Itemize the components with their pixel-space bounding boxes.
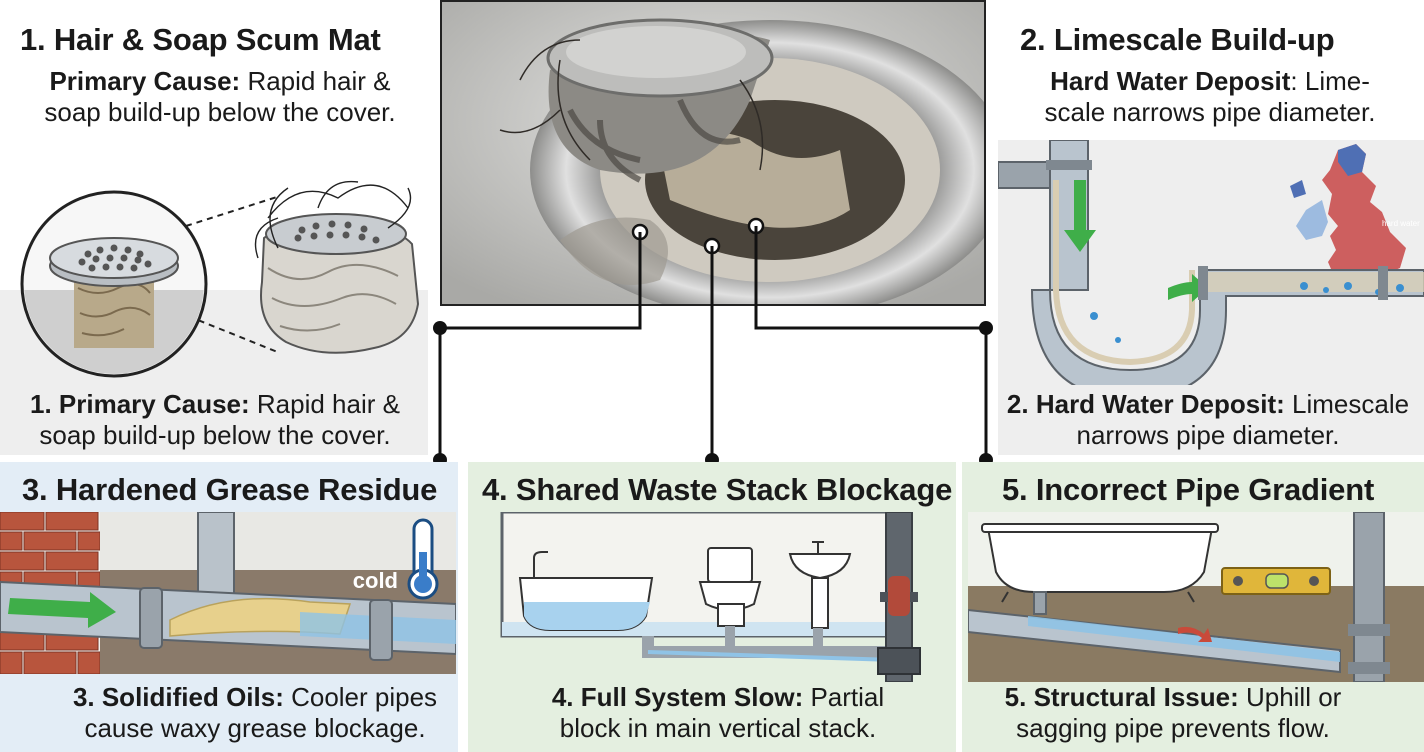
panel-5-bottom-description: 5. Structural Issue: Uphill or sagging p… — [968, 682, 1378, 744]
waste-stack-illustration — [500, 512, 921, 682]
panel-2-top-bold: Hard Water Deposit — [1050, 66, 1291, 96]
panel-1-bottom-bold: 1. Primary Cause: — [30, 389, 250, 419]
panel-1-bottom-text-b: soap build-up below the cover. — [39, 420, 391, 450]
panel-2-bottom-text-a: Limescale — [1284, 389, 1410, 419]
limescale-pipe-illustration: hard water — [998, 140, 1424, 385]
panel-4-bottom-text-b: block in main vertical stack. — [559, 713, 877, 743]
panel-4-bottom-text-a: Partial — [803, 682, 885, 712]
pipe-gradient-illustration — [968, 512, 1424, 682]
panel-4-title: 4. Shared Waste Stack Blockage — [482, 472, 953, 507]
grease-pipe-illustration: cold — [0, 512, 456, 674]
panel-4-bottom-bold: 4. Full System Slow: — [551, 682, 804, 712]
panel-2-top-text-a: : Lime- — [1290, 66, 1370, 96]
panel-1-title: 1. Hair & Soap Scum Mat — [20, 22, 381, 57]
panel-1-top-text-a: Rapid hair & — [240, 66, 391, 96]
panel-5-bottom-text-b: sagging pipe prevents flow. — [1016, 713, 1330, 743]
panel-5-bottom-text-a: Uphill or — [1238, 682, 1342, 712]
panel-1-bottom-text-a: Rapid hair & — [249, 389, 400, 419]
panel-1-top-description: Primary Cause: Rapid hair & soap build-u… — [0, 66, 440, 128]
panel-5-bottom-bold: 5. Structural Issue: — [1004, 682, 1239, 712]
uk-hard-water-map — [1290, 144, 1406, 276]
panel-2-bottom-description: 2. Hard Water Deposit: Limescale narrows… — [998, 389, 1418, 451]
panel-2-bottom-bold: 2. Hard Water Deposit: — [1006, 389, 1285, 419]
panel-2-bottom-text-b: narrows pipe diameter. — [1076, 420, 1340, 450]
panel-4-bottom-description: 4. Full System Slow: Partial block in ma… — [490, 682, 946, 744]
cold-label: cold — [353, 568, 398, 593]
drain-cover-illustration — [20, 180, 420, 378]
panel-1-bottom-description: 1. Primary Cause: Rapid hair & soap buil… — [0, 389, 430, 451]
map-label: hard water — [1382, 219, 1420, 228]
panel-5-title: 5. Incorrect Pipe Gradient — [1002, 472, 1375, 507]
panel-3-bottom-text-b: cause waxy grease blockage. — [84, 713, 426, 743]
drain-photo — [440, 0, 986, 306]
panel-3-bottom-text-a: Cooler pipes — [283, 682, 438, 712]
panel-3-bottom-description: 3. Solidified Oils: Cooler pipes cause w… — [0, 682, 510, 744]
panel-1-top-bold: Primary Cause: — [49, 66, 241, 96]
panel-2-title: 2. Limescale Build-up — [1020, 22, 1335, 57]
panel-1-top-text-b: soap build-up below the cover. — [44, 97, 396, 127]
panel-2-top-description: Hard Water Deposit: Lime- scale narrows … — [996, 66, 1424, 128]
panel-3-title: 3. Hardened Grease Residue — [22, 472, 438, 507]
panel-2-top-text-b: scale narrows pipe diameter. — [1044, 97, 1376, 127]
panel-3-bottom-bold: 3. Solidified Oils: — [72, 682, 284, 712]
